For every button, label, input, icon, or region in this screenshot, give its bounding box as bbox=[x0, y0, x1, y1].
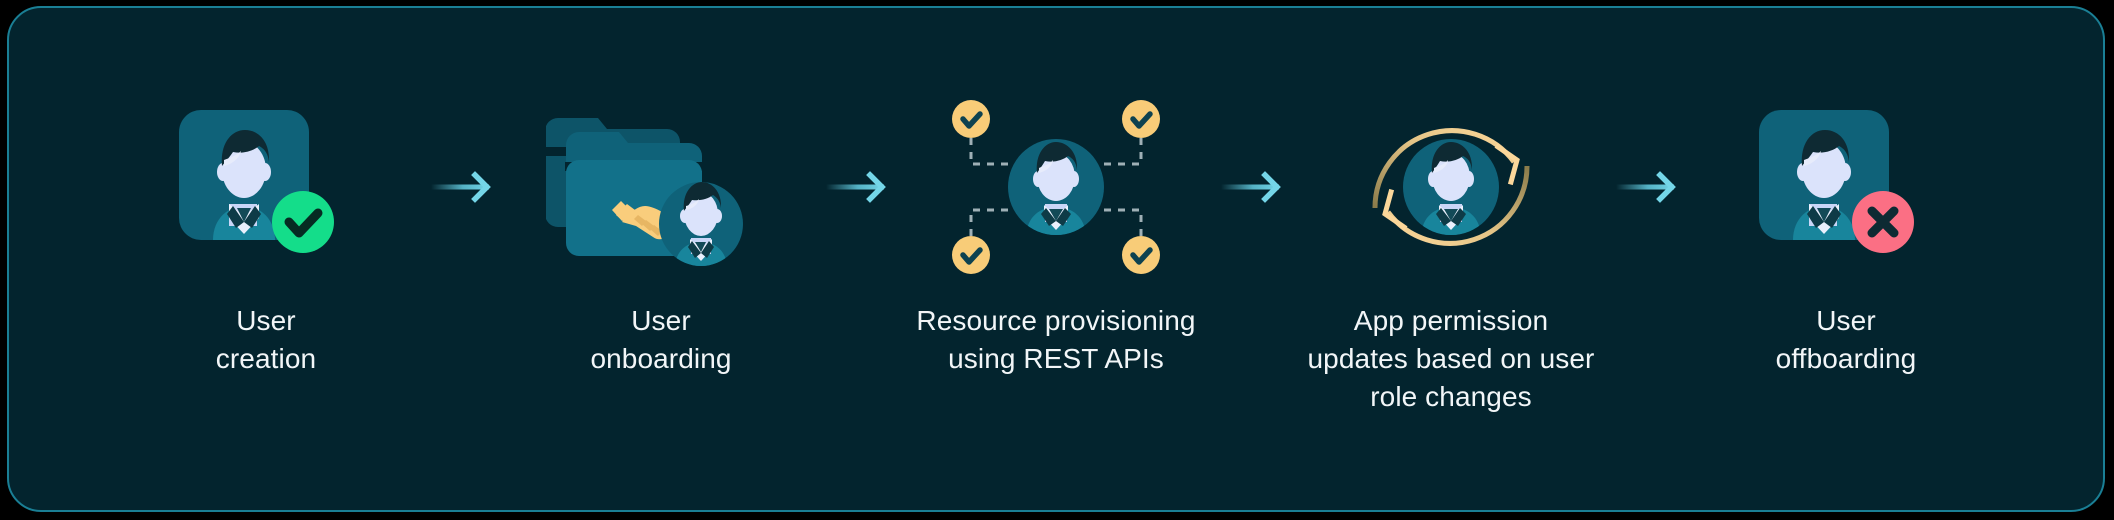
flow-step-resource-provisioning[interactable]: Resource provisioning using REST APIs bbox=[906, 8, 1206, 378]
folders-handshake-avatar-icon bbox=[544, 92, 776, 282]
check-badge-amber-bottom-right bbox=[1122, 236, 1160, 274]
check-badge-amber-bottom-left bbox=[952, 236, 990, 274]
arrow-right-icon bbox=[430, 171, 491, 203]
flow-arrow-4 bbox=[1601, 8, 1696, 282]
check-badge-amber-top-left bbox=[952, 100, 990, 138]
flow-step-label: App permission updates based on user rol… bbox=[1307, 305, 1595, 412]
network-connectors bbox=[969, 138, 1143, 236]
check-badge-green bbox=[272, 191, 334, 253]
flow-arrow-1 bbox=[416, 8, 511, 282]
arrow-right-icon bbox=[825, 171, 886, 203]
flow-step-user-offboarding[interactable]: User offboarding bbox=[1696, 8, 1996, 378]
arrow-head-top bbox=[1494, 143, 1520, 186]
arrow-head-bottom bbox=[1382, 188, 1408, 231]
flow-steps-row: User creation bbox=[9, 8, 2103, 510]
flow-arrow-2 bbox=[811, 8, 906, 282]
flow-step-label: User offboarding bbox=[1775, 305, 1917, 374]
flow-step-label: User creation bbox=[215, 305, 317, 374]
user-card-check-icon bbox=[151, 92, 381, 282]
avatar-network-checks-icon bbox=[941, 92, 1171, 282]
avatar-refresh-cycle-icon bbox=[1336, 92, 1566, 282]
circular-arrow-bottom bbox=[1385, 165, 1530, 246]
flow-arrow-3 bbox=[1206, 8, 1301, 282]
arrow-right-icon bbox=[1615, 171, 1676, 203]
flow-step-app-permission-updates[interactable]: App permission updates based on user rol… bbox=[1301, 8, 1601, 416]
flow-step-user-creation[interactable]: User creation bbox=[116, 8, 416, 378]
flow-step-label: User onboarding bbox=[590, 305, 732, 374]
flow-step-label: Resource provisioning using REST APIs bbox=[916, 305, 1196, 374]
flow-diagram-card: User creation bbox=[7, 6, 2105, 512]
check-badge-amber-top-right bbox=[1122, 100, 1160, 138]
flow-step-user-onboarding[interactable]: User onboarding bbox=[511, 8, 811, 378]
arrow-right-icon bbox=[1220, 171, 1281, 203]
circular-arrow-top bbox=[1372, 128, 1517, 209]
user-card-cross-icon bbox=[1731, 92, 1961, 282]
